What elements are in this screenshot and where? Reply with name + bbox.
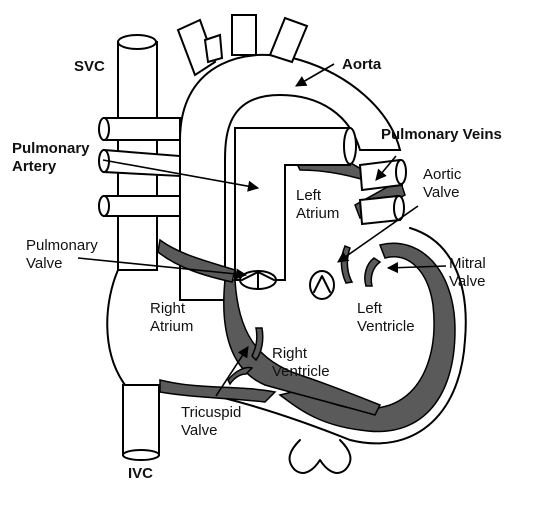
pulmonary-artery-branches [98,117,181,217]
label-left-ventricle: Left Ventricle [357,300,415,335]
aortic-arch [176,14,402,301]
label-svc: SVC [74,58,105,75]
descending-aorta [288,439,352,474]
label-aortic-valve: Aortic Valve [423,166,462,201]
pulmonary-artery [234,127,357,281]
pulmonary-valve [239,270,277,290]
label-left-atrium: Left Atrium [296,187,340,222]
aortic-valve [309,270,335,300]
label-ivc: IVC [128,465,154,482]
label-aorta: Aorta [342,56,382,73]
label-mitral-valve: Mitral Valve [449,255,486,290]
label-arrows [77,63,447,397]
mitral-valve-leaflets [340,245,382,287]
label-right-atrium: Right Atrium [150,300,194,335]
label-pulmonary-artery: Pulmonary Artery [12,140,90,175]
label-right-ventricle: Right Ventricle [272,345,330,380]
label-pulmonary-valve: Pulmonary Valve [26,237,98,272]
label-pulmonary-veins: Pulmonary Veins [381,126,502,143]
inferior-vena-cava [122,384,160,461]
tricuspid-valve-leaflets [227,327,264,386]
label-tricuspid-valve: Tricuspid Valve [181,404,242,439]
